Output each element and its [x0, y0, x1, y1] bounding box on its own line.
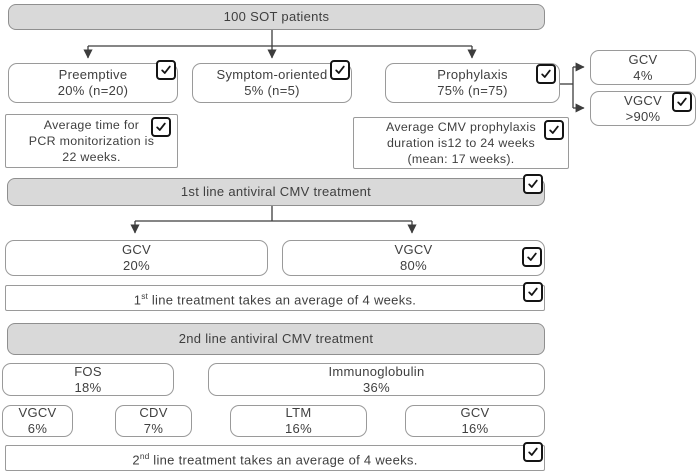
node-value: 5% (n=5) — [244, 83, 300, 98]
node-value: 16% — [461, 421, 489, 436]
header-label: 1st line antiviral CMV treatment — [180, 184, 372, 199]
note-text: Average time for PCR monitorization is 2… — [28, 118, 155, 164]
header-second-line-treatment: 2nd line antiviral CMV treatment — [7, 323, 545, 355]
checkbox-vgcv-80[interactable] — [522, 247, 542, 267]
node-gcv-4: GCV 4% — [590, 50, 696, 85]
node-root-patients: 100 SOT patients — [8, 4, 545, 30]
checkbox-prophylaxis[interactable] — [536, 64, 556, 84]
summary-first-line: 1st line treatment takes an average of 4… — [5, 285, 545, 311]
summary-ordinal: nd — [139, 450, 150, 461]
checkbox-first-line-header[interactable] — [523, 174, 543, 194]
check-icon — [527, 252, 537, 261]
checkbox-symptom-oriented[interactable] — [330, 60, 350, 80]
node-preemptive: Preemptive 20% (n=20) — [8, 63, 178, 103]
check-icon — [528, 179, 538, 188]
check-icon — [541, 69, 551, 78]
node-label: FOS — [74, 363, 102, 379]
node-label: VGCV — [18, 405, 57, 420]
node-value: 16% — [285, 421, 312, 436]
summary-rest: line treatment takes an average of 4 wee… — [147, 292, 417, 308]
node-value: >90% — [625, 108, 661, 124]
node-cdv-7: CDV 7% — [115, 405, 192, 437]
node-value: 20% (n=20) — [57, 83, 129, 98]
node-value: 7% — [143, 421, 164, 436]
check-icon — [677, 97, 687, 106]
node-gcv-20: GCV 20% — [5, 240, 268, 276]
node-value: 18% — [74, 379, 102, 395]
check-icon — [528, 447, 538, 456]
node-value: 20% — [123, 258, 150, 273]
node-label: Immunoglobulin — [328, 363, 425, 379]
node-value: 36% — [363, 379, 390, 395]
header-label: 2nd line antiviral CMV treatment — [178, 331, 374, 346]
node-label: Prophylaxis — [437, 67, 508, 82]
summary-text: 1st line treatment takes an average of 4… — [6, 288, 544, 308]
checkbox-vgcv-90[interactable] — [672, 92, 692, 112]
checkbox-note-duration[interactable] — [544, 120, 564, 140]
node-label: Symptom-oriented — [216, 67, 328, 82]
checkbox-note-pcr[interactable] — [151, 117, 171, 137]
check-icon — [549, 125, 559, 134]
check-icon — [528, 287, 538, 296]
node-prophylaxis: Prophylaxis 75% (n=75) — [385, 63, 560, 103]
summary-rest: line treatment takes an average of 4 wee… — [149, 452, 418, 468]
node-gcv-16: GCV 16% — [405, 405, 545, 437]
note-pcr-monitoring: Average time for PCR monitorization is 2… — [5, 114, 178, 168]
node-label: VGCV — [623, 92, 663, 108]
node-value: 4% — [633, 67, 653, 83]
header-first-line-treatment: 1st line antiviral CMV treatment — [7, 178, 545, 206]
summary-second-line: 2nd line treatment takes an average of 4… — [5, 445, 545, 471]
node-value: 6% — [27, 421, 48, 436]
node-symptom-oriented: Symptom-oriented 5% (n=5) — [192, 63, 352, 103]
node-label: LTM — [285, 405, 312, 420]
node-label: 100 SOT patients — [223, 9, 330, 24]
check-icon — [335, 65, 345, 74]
node-label: GCV — [460, 405, 490, 420]
summary-text: 2nd line treatment takes an average of 4… — [6, 448, 544, 468]
node-label: VGCV — [394, 242, 433, 257]
node-vgcv-6: VGCV 6% — [2, 405, 73, 437]
node-label: CDV — [139, 405, 168, 420]
check-icon — [161, 65, 171, 74]
summary-number: 2 — [132, 452, 140, 468]
summary-ordinal: st — [141, 290, 148, 301]
node-label: GCV — [121, 242, 152, 257]
node-immunoglobulin-36: Immunoglobulin 36% — [208, 363, 545, 396]
checkbox-first-line-summary[interactable] — [523, 282, 543, 302]
node-value: 75% (n=75) — [437, 83, 508, 98]
checkbox-preemptive[interactable] — [156, 60, 176, 80]
node-ltm-16: LTM 16% — [230, 405, 367, 437]
checkbox-second-line-summary[interactable] — [523, 442, 543, 462]
node-value: 80% — [400, 258, 427, 273]
note-prophylaxis-duration: Average CMV prophylaxis duration is12 to… — [353, 117, 569, 169]
node-fos-18: FOS 18% — [2, 363, 174, 396]
node-label: GCV — [628, 51, 658, 67]
check-icon — [156, 122, 166, 131]
node-vgcv-80: VGCV 80% — [282, 240, 545, 276]
summary-number: 1 — [133, 292, 142, 308]
note-text: Average CMV prophylaxis duration is12 to… — [386, 120, 536, 166]
node-label: Preemptive — [58, 67, 128, 82]
